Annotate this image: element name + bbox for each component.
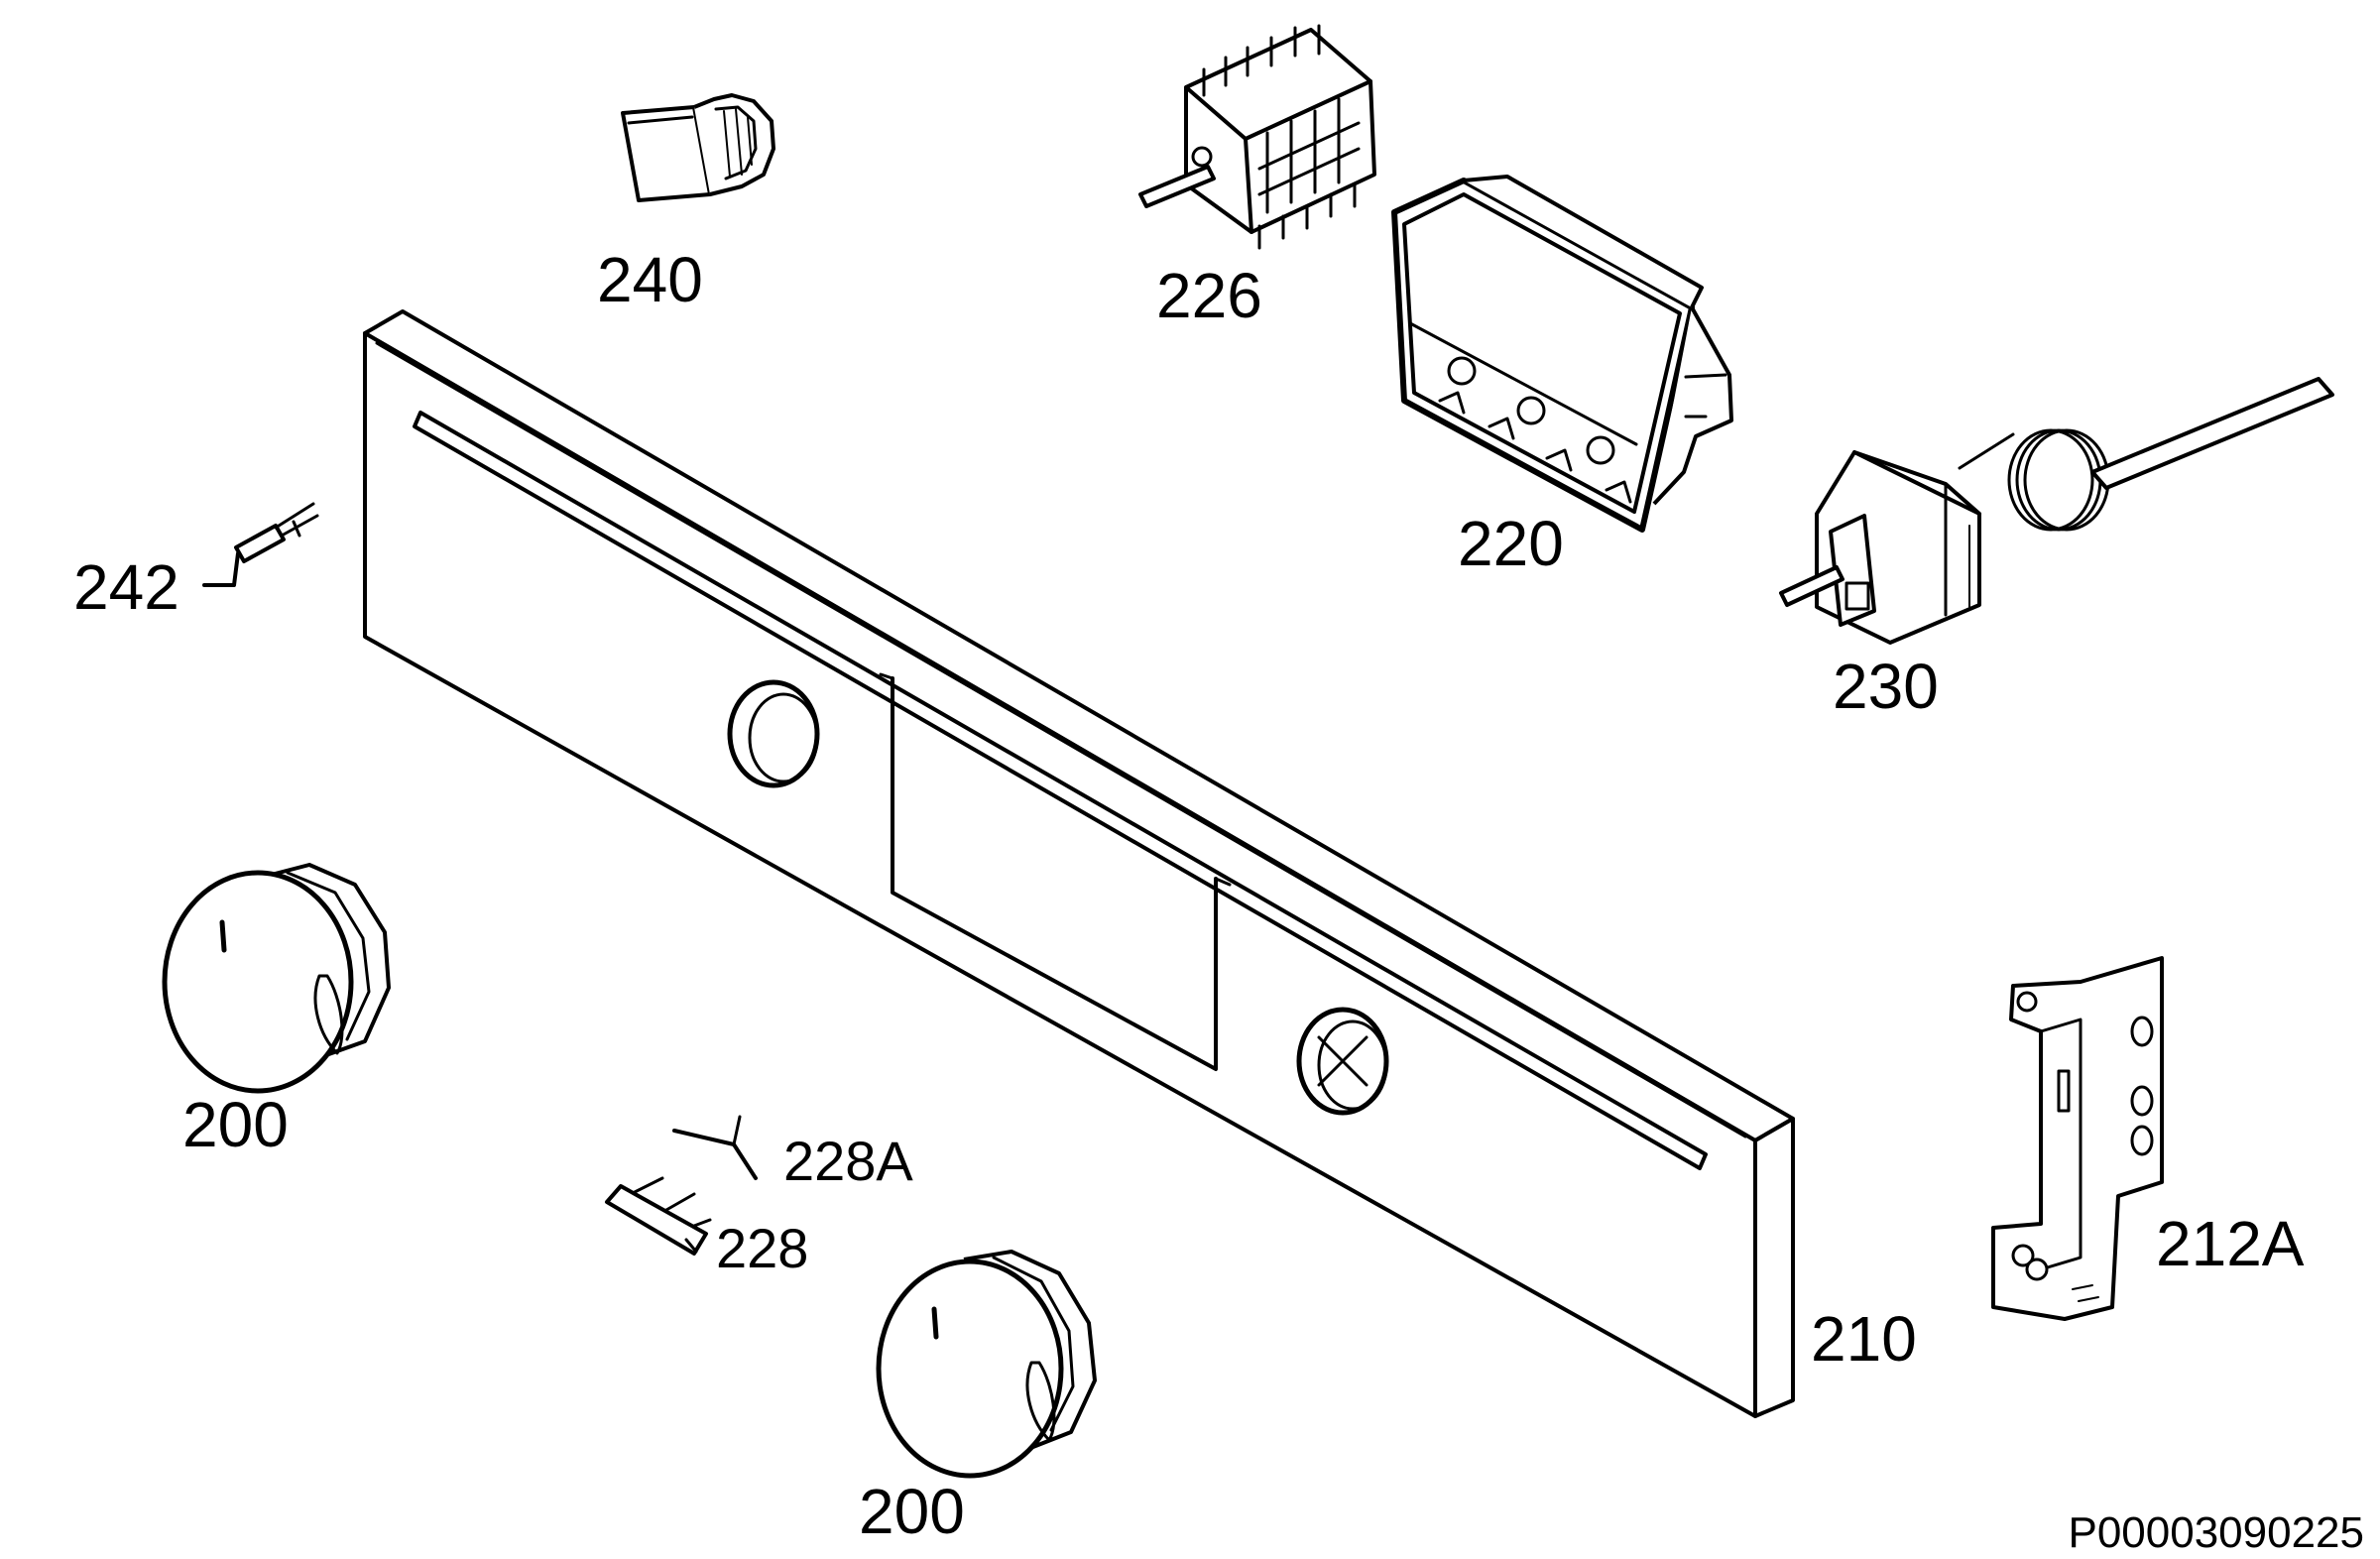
- drawing-number: P00003090225: [2068, 1508, 2364, 1557]
- control-knob-part-200-bottom: [876, 1250, 1097, 1479]
- label-240: 240: [597, 244, 703, 315]
- clip-part-228: [605, 1176, 712, 1256]
- spring-clip-part-228A: [672, 1115, 758, 1180]
- label-212A: 212A: [2156, 1208, 2305, 1279]
- control-knob-part-200-left: [162, 863, 391, 1094]
- label-230: 230: [1833, 651, 1939, 722]
- label-228A: 228A: [783, 1130, 913, 1192]
- selector-switch-part-226: [1138, 24, 1376, 250]
- label-228: 228: [716, 1217, 808, 1279]
- control-panel-part-210: [363, 309, 1795, 1418]
- label-200-left: 200: [182, 1089, 289, 1160]
- label-242: 242: [73, 551, 179, 623]
- label-220: 220: [1458, 508, 1564, 579]
- push-button-part-240: [621, 93, 775, 202]
- label-210: 210: [1811, 1303, 1917, 1375]
- display-module-part-220: [1391, 175, 1733, 533]
- thermostat-part-230: [1779, 377, 2334, 645]
- label-226: 226: [1156, 260, 1262, 331]
- lamp-holder-part-242: [202, 502, 319, 587]
- mounting-bracket-part-212A: [1991, 956, 2164, 1321]
- label-200-bottom: 200: [859, 1476, 965, 1547]
